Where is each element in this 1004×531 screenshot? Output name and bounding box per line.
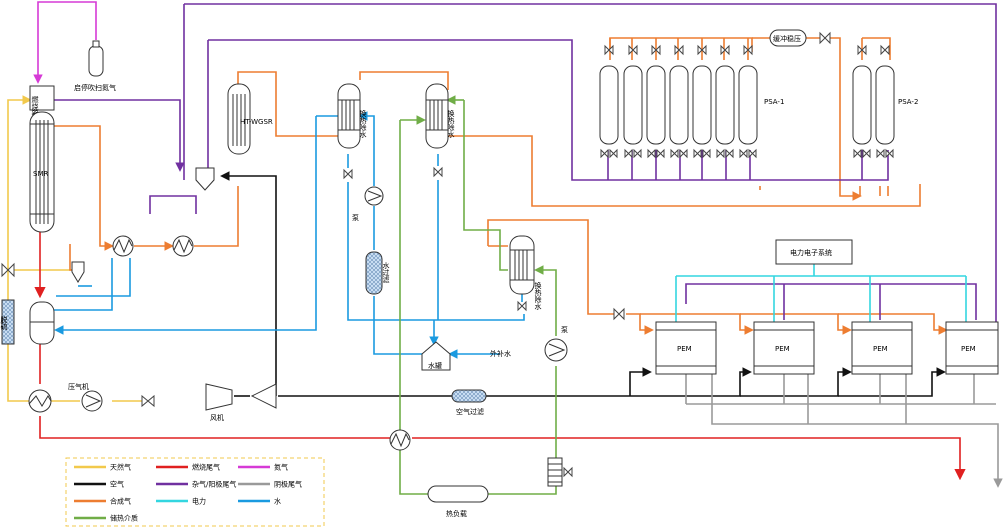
psa-1-beds — [599, 65, 758, 145]
fan — [205, 383, 277, 411]
makeup-water-label: 外补水 — [490, 349, 511, 358]
flue-gas-heat-exchanger — [28, 389, 52, 413]
natural-gas-lines — [7, 95, 148, 402]
hx-dewater-1-label: 换热除水 — [359, 109, 367, 138]
splitter-small — [71, 261, 85, 283]
pem-inlet-valve[interactable] — [613, 307, 625, 321]
water-tank — [421, 341, 451, 371]
burner — [29, 85, 55, 111]
pump-2-label: 泵 — [561, 326, 568, 334]
valve-compressor-inlet[interactable] — [141, 394, 155, 408]
legend-label-natural_gas: 天然气 — [110, 463, 131, 472]
legend-label-impurity_gas: 杂气/阳极尾气 — [192, 480, 236, 489]
psa-2-beds — [852, 65, 895, 145]
compressor — [81, 390, 103, 412]
legend-label-water: 水 — [274, 497, 281, 506]
buffer-valve[interactable] — [819, 31, 831, 45]
air-lines — [220, 171, 946, 397]
heat-exchanger-1 — [112, 235, 134, 257]
hx-dewater-unit-3 — [509, 235, 535, 295]
pem-stack-4 — [945, 321, 999, 375]
psa-valves-top[interactable] — [604, 44, 890, 56]
legend-label-cathode_tail: 阴极尾气 — [274, 480, 302, 489]
smr-reactor — [29, 111, 55, 233]
impurity-gas-lines — [54, 3, 997, 331]
air-filter-label: 空气过滤 — [456, 407, 484, 416]
mixer-ejector — [195, 167, 215, 191]
heat-load — [427, 485, 489, 503]
syngas-lines — [54, 37, 948, 335]
drain-valve-3[interactable] — [517, 300, 527, 312]
ht-wgsr-label: HT-WGSR — [240, 118, 273, 126]
nitrogen-bottle — [88, 40, 104, 77]
buffer-tank — [769, 29, 807, 47]
burner-label: 燃烧器 — [31, 95, 39, 118]
legend-label-power: 电力 — [192, 497, 206, 506]
psa2-label: PSA-2 — [898, 98, 918, 106]
heat-exchanger-2 — [172, 235, 194, 257]
valve-ng[interactable] — [1, 262, 15, 278]
drain-valve-2[interactable] — [433, 166, 443, 178]
hx-dewater-unit-2 — [425, 83, 449, 149]
power-system-label: 电力电子系统 — [790, 248, 832, 257]
legend-label-syngas: 合成气 — [110, 497, 131, 506]
desulfurizer — [1, 299, 15, 345]
heat-medium-lines — [399, 95, 557, 495]
drain-valve-1[interactable] — [343, 168, 353, 180]
power-lines — [675, 264, 967, 322]
nitrogen-lines — [33, 1, 97, 84]
radiator — [547, 457, 573, 487]
legend-label-nitrogen: 氮气 — [274, 463, 288, 472]
cathode-tail-lines — [685, 374, 1003, 488]
psa1-label: PSA-1 — [764, 98, 784, 106]
pem-3-label: PEM — [873, 345, 888, 353]
compressor-label: 压气机 — [68, 382, 89, 391]
water-tank-label: 水罐 — [428, 361, 442, 370]
heat-load-label: 热负载 — [446, 509, 467, 518]
hx-dewater-unit-1 — [337, 83, 361, 149]
psa-valves-bottom[interactable] — [600, 148, 894, 159]
pem-1-label: PEM — [677, 345, 692, 353]
pem-stack-3 — [851, 321, 913, 375]
water-lines — [30, 111, 525, 359]
hx-dewater-2-label: 换热除水 — [447, 109, 455, 138]
separator-drum — [29, 301, 55, 345]
flue-gas-lines — [34, 232, 966, 481]
desulfur-label: 脱硫 — [0, 315, 8, 331]
water-pump-1 — [364, 186, 384, 206]
ht-wgsr-reactor — [227, 83, 251, 155]
pump-1-label: 泵 — [352, 214, 359, 222]
buffer-label: 缓冲稳压 — [773, 34, 801, 43]
pem-2-label: PEM — [775, 345, 790, 353]
legend-label-heat_medium: 储热介质 — [110, 514, 138, 523]
power-electronics-box — [775, 239, 853, 265]
air-filter — [451, 389, 487, 403]
fan-label: 风机 — [210, 413, 224, 422]
legend-label-air: 空气 — [110, 480, 124, 489]
water-filter — [365, 251, 383, 295]
pem-stack-2 — [753, 321, 815, 375]
hx-dewater-3-label: 换热除水 — [534, 281, 542, 310]
water-filter-label: 水过滤 — [382, 261, 390, 284]
heat-medium-pump — [544, 338, 568, 362]
pem-4-label: PEM — [961, 345, 976, 353]
smr-label: SMR — [33, 170, 48, 178]
legend-label-flue_gas: 燃烧尾气 — [192, 463, 220, 472]
heat-recovery-exchanger — [389, 429, 411, 451]
pem-stack-1 — [655, 321, 717, 375]
purge-n2-label: 启停吹扫氮气 — [74, 83, 116, 92]
